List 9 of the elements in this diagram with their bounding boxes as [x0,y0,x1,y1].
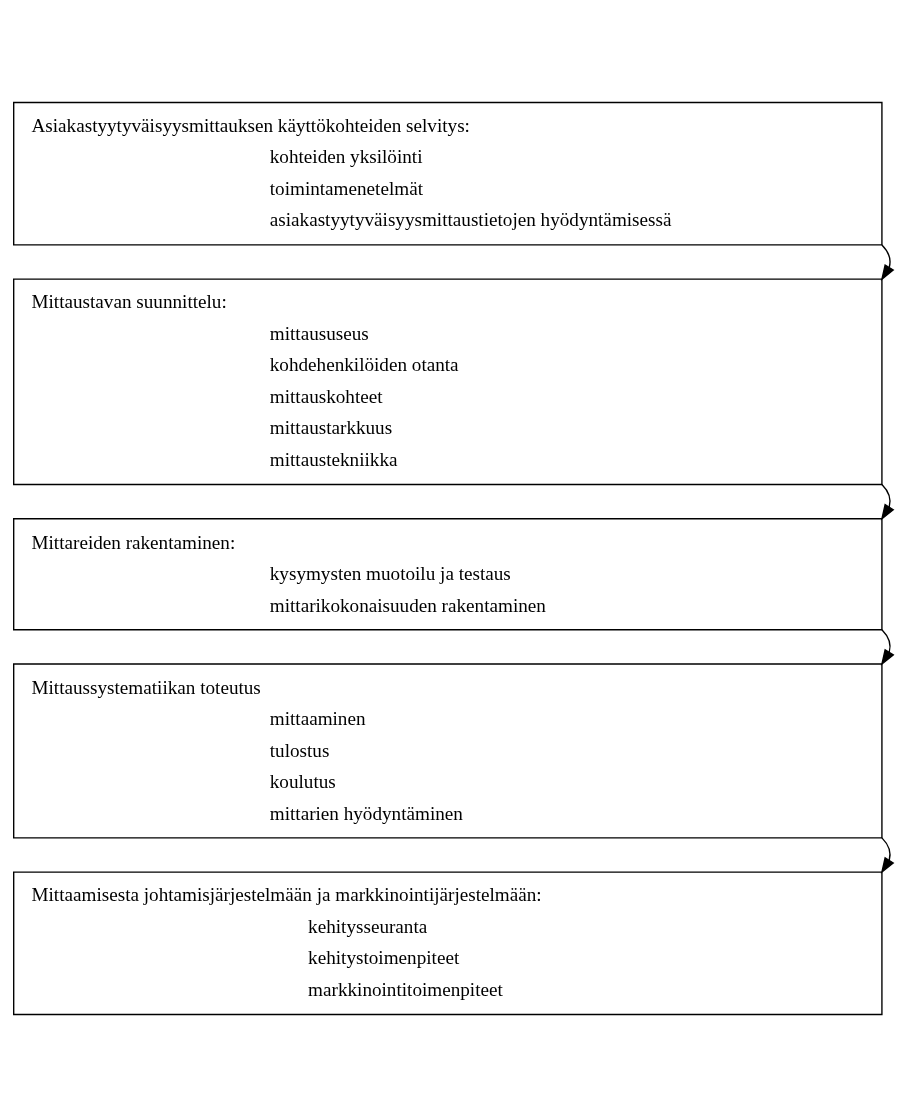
node-box: Mittareiden rakentaminen: kysymysten muotoilu ja testaus mittarikokonaisuuden rakentaminen [13,518,883,631]
node-box: Mittaussystematiikan toteutus mittaaminen tulostus koulutus mittarien hyödyntäminen [13,663,883,839]
node-box: Asiakastyytyväisyysmittauksen käyttökohteiden selvitys: kohteiden yksilöinti toimintamenetelmät asiakastyytyväisyysmittaustietojen hyödyntämisessä [13,101,883,246]
arrow [880,629,895,666]
arrow [880,837,895,874]
arrow [880,483,895,521]
arrow [880,244,895,281]
node-box: Mittaamisesta johtamisjärjestelmään ja markkinointijärjestelmään: kehitysseuranta kehitystoimenpiteet markkinointitoimenpiteet [13,871,883,1016]
node-box: Mittaustavan suunnittelu: mittaususeus kohdehenkilöiden otanta mittauskohteet mittaustarkkuus mittaustekniikka [13,278,883,486]
